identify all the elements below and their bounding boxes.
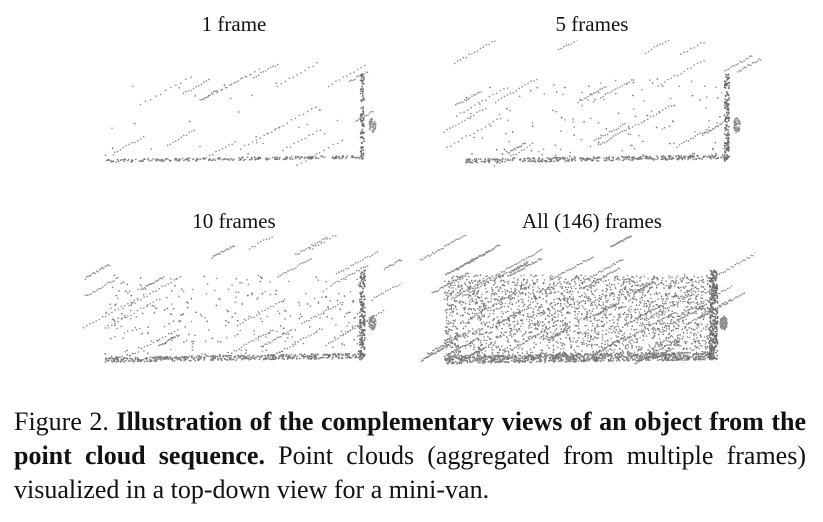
panel-title-4: All (146) frames — [522, 209, 662, 233]
panel-title-1: 1 frame — [201, 12, 267, 36]
point-cloud-panel-2 — [443, 40, 762, 167]
point-cloud-panel-1 — [104, 62, 377, 166]
point-cloud-panel-4 — [420, 235, 755, 365]
caption-body-text: Point clouds (aggregated from multiple f… — [14, 441, 806, 504]
caption-bold-text: Illustration of the complementary views … — [14, 407, 806, 470]
figure-caption: Figure 2. Illustration of the complement… — [14, 405, 806, 507]
caption-label: Figure 2. — [14, 407, 109, 436]
figure: 1 frame 5 frames 10 frames All (146) fra… — [82, 12, 762, 365]
panel-title-2: 5 frames — [555, 12, 629, 36]
panel-title-3: 10 frames — [192, 209, 276, 233]
point-cloud-panel-3 — [82, 235, 402, 363]
